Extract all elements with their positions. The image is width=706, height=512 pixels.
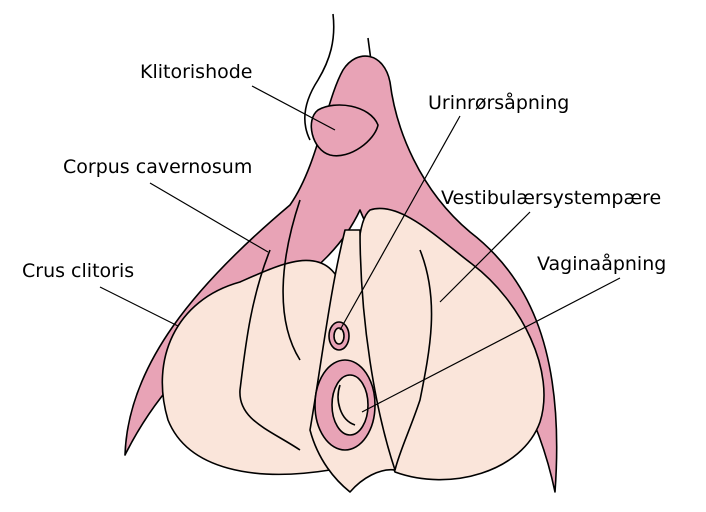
label-vagina: Vaginaåpning [537, 252, 666, 275]
label-bulb: Vestibulærsystempære [441, 187, 661, 209]
vaginal-fold [337, 384, 356, 426]
contour [282, 199, 301, 361]
glans [310, 104, 379, 157]
label-crus: Crus clitoris [22, 260, 134, 282]
leader-crus [99, 286, 179, 327]
leader-bulb [439, 211, 531, 303]
leader-vagina [361, 277, 621, 413]
label-glans: Klitorishode [140, 61, 253, 83]
vaginal-inner [331, 374, 369, 436]
contour [394, 249, 433, 471]
leader-corpus [149, 182, 269, 253]
leader-glans [251, 85, 336, 131]
contour [239, 249, 301, 451]
label-corpus: Corpus cavernosum [63, 156, 252, 178]
leader-urethra [339, 115, 461, 331]
urethral-inner [333, 327, 345, 345]
label-urethra: Urinrørsåpning [428, 91, 569, 114]
upper-strand [303, 13, 335, 141]
